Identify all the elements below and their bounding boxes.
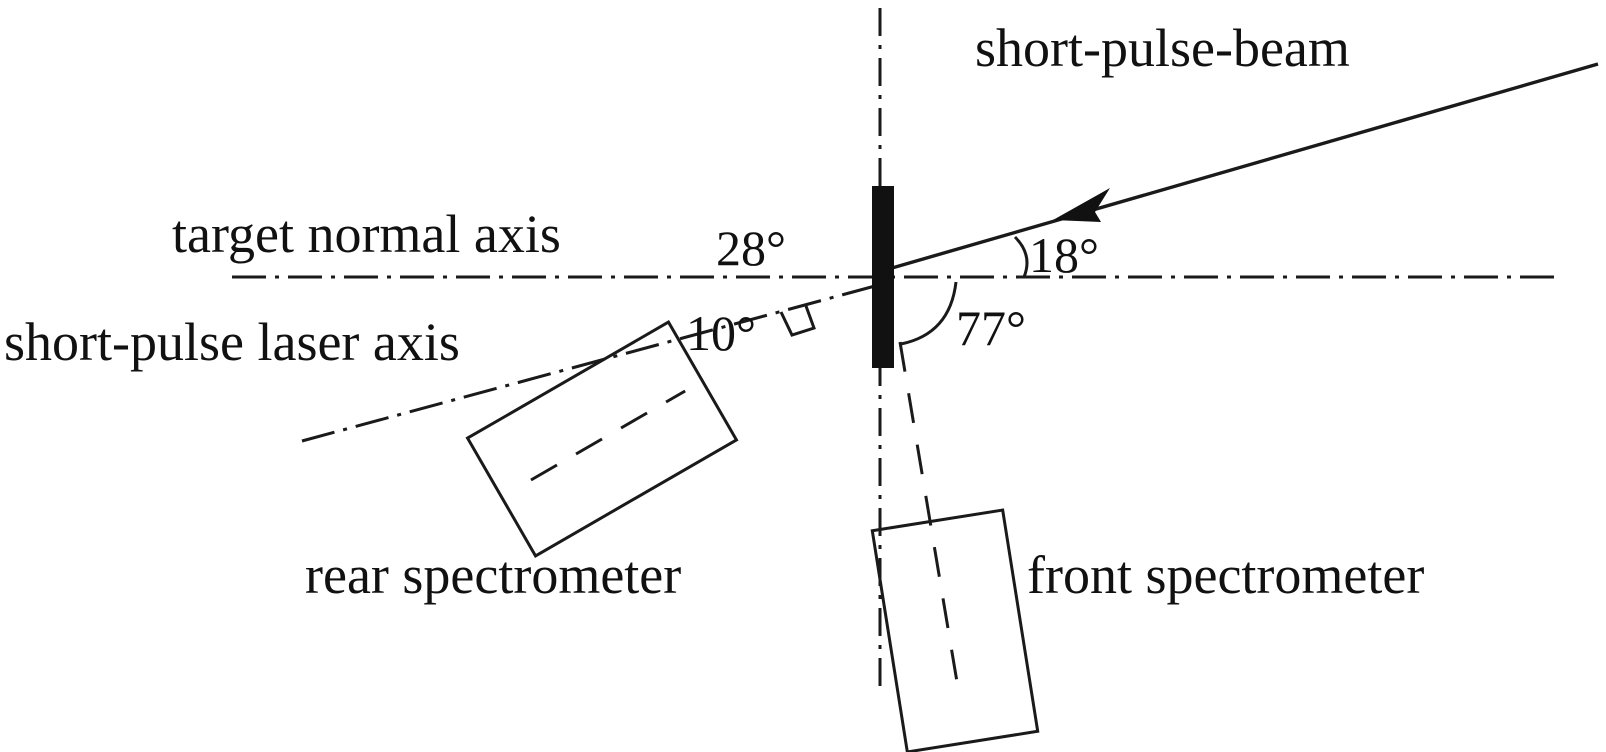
angle-label-28: 28° bbox=[716, 220, 786, 276]
right-angle-marker bbox=[779, 305, 816, 337]
short-pulse-beam-line bbox=[884, 62, 1599, 272]
beam-arrowhead bbox=[1053, 188, 1110, 222]
angle-label-77: 77° bbox=[956, 300, 1026, 356]
target-normal-axis-label: target normal axis bbox=[172, 204, 561, 264]
rear-spectrometer-label: rear spectrometer bbox=[305, 545, 681, 605]
front-spectrometer-axis bbox=[898, 341, 960, 689]
rear-spectrometer-centerline bbox=[530, 389, 686, 482]
short-pulse-laser-axis-label: short-pulse laser axis bbox=[4, 312, 460, 372]
front-spectrometer-label: front spectrometer bbox=[1027, 545, 1424, 605]
short-pulse-laser-axis-line bbox=[301, 284, 876, 443]
target bbox=[872, 186, 894, 368]
short-pulse-beam-label: short-pulse-beam bbox=[975, 18, 1350, 78]
rear-spectrometer bbox=[465, 320, 739, 558]
front-spectrometer-box bbox=[870, 508, 1040, 752]
angle-arc-77 bbox=[900, 281, 958, 346]
front-spectrometer bbox=[870, 508, 1040, 752]
angle-label-18: 18° bbox=[1029, 227, 1099, 283]
rear-spectrometer-box bbox=[465, 320, 739, 558]
angle-label-10: 10° bbox=[686, 305, 756, 361]
angle-arc-18 bbox=[1013, 235, 1029, 278]
